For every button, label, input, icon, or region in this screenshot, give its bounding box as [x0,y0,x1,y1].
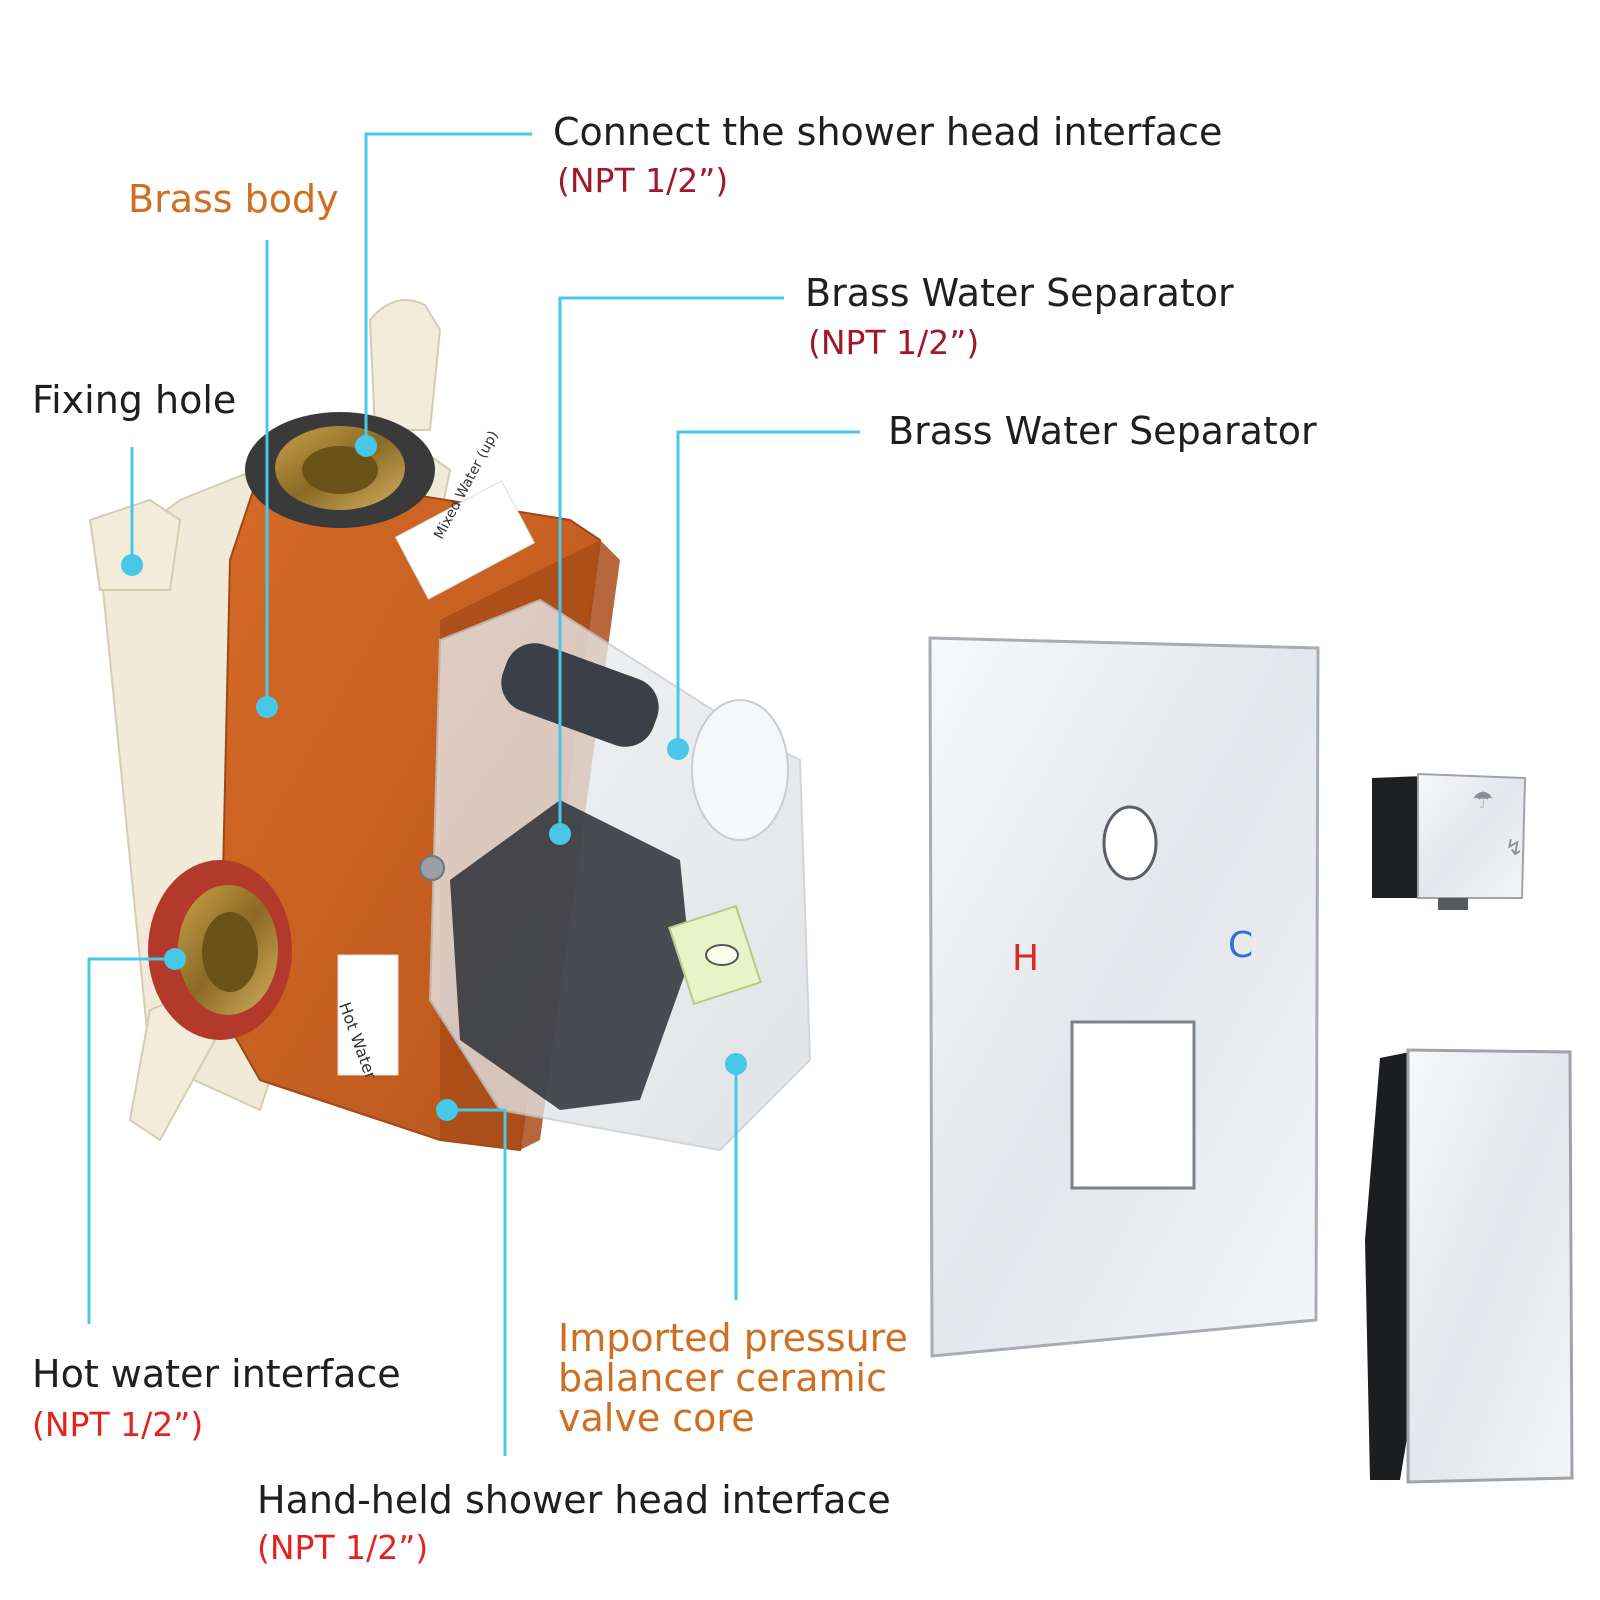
top-sticker [394,480,536,600]
lever-handle-face [1406,1048,1574,1484]
valve-body-illustration [88,299,812,1152]
lever-handle [1365,1048,1574,1484]
diverter-knob-face [1417,772,1527,899]
trim-plate [928,636,1320,1358]
diverter-knob-stem [1438,898,1468,910]
cold-indicator: C [1228,925,1254,966]
separator-cap-upper [691,699,789,841]
side-sticker [337,954,399,1076]
leader-hot-water [87,957,175,1324]
label-valve-core-line3: valve core [558,1396,755,1440]
label-brass-body: Brass body [128,177,339,221]
diverter-knob-black [1372,776,1425,898]
label-valve-core-line2: balancer ceramic [558,1356,887,1400]
dot-valve-core [725,1053,747,1075]
label-shower-head-spec: (NPT 1/2”) [557,161,729,200]
top-port-hole [302,446,378,494]
side-port-hole [202,912,258,992]
label-fixing-hole: Fixing hole [32,378,237,422]
trim-plate-face [928,636,1320,1358]
leader-dots [121,435,747,1121]
cartridge-block [450,800,690,1110]
shower-head-symbol: ☂ [1472,786,1494,814]
mount-tab-left [88,498,182,591]
diverter-knob: ☂ ↯ [1372,772,1527,910]
label-handheld-spec: (NPT 1/2”) [257,1528,429,1567]
dot-handheld [436,1099,458,1121]
dot-shower-head [355,435,377,457]
mount-tab-top [368,299,442,431]
label-separator-2-title: Brass Water Separator [888,409,1317,453]
label-hot-water-title: Hot water interface [32,1352,401,1396]
screw [419,855,445,881]
label-hot-water-spec: (NPT 1/2”) [32,1405,204,1444]
label-valve-core-line1: Imported pressure [558,1316,908,1360]
dot-brass-body [256,696,278,718]
label-shower-head-title: Connect the shower head interface [553,110,1223,154]
dot-hot-water [164,948,186,970]
separator-cylinder-upper [501,643,659,747]
hot-indicator: H [1012,938,1040,979]
label-handheld-title: Hand-held shower head interface [257,1478,891,1522]
dot-separator-2 [667,738,689,760]
dot-fixing-hole [121,554,143,576]
hand-shower-symbol: ↯ [1505,836,1523,861]
label-separator-1-title: Brass Water Separator [805,271,1234,315]
trim-plate-round-hole [1102,805,1158,881]
bubble-level-bubble [705,944,739,966]
leader-separator-1 [558,296,784,834]
label-separator-1-spec: (NPT 1/2”) [808,323,980,362]
dot-separator-1 [549,823,571,845]
trim-plate-square-opening [1070,1020,1196,1190]
leader-handheld [447,1108,507,1456]
leader-lines [87,132,860,1456]
leader-separator-2 [676,430,860,749]
leader-shower-head [364,132,532,446]
